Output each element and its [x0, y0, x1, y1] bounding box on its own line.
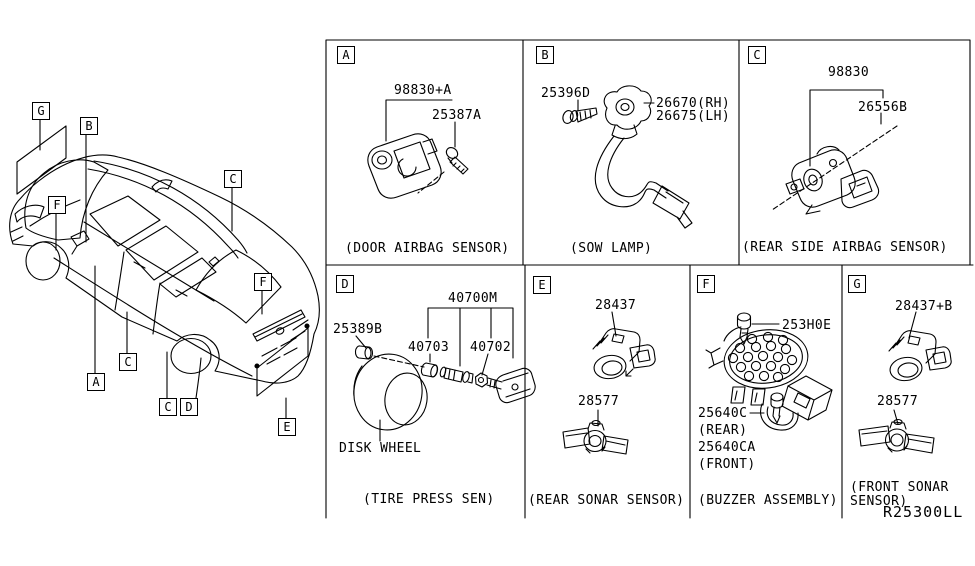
rear-section-plane	[256, 327, 309, 397]
label-disk-wheel: DISK WHEEL	[339, 441, 422, 456]
car-callout-box-e: E	[278, 418, 296, 436]
disk-wheel-face	[384, 372, 428, 426]
rear-side-airbag-sensor-drawing	[771, 89, 898, 215]
sensor-bracket	[858, 418, 935, 454]
buzzer-connector	[781, 375, 833, 421]
part-number-25389b: 25389B	[333, 322, 383, 337]
part-number-40700m: 40700M	[448, 291, 498, 306]
top-bolt-icon	[736, 312, 752, 345]
part-number-26556b: 26556B	[858, 100, 908, 115]
lamp-cable	[594, 135, 667, 208]
car-callout-box-g: G	[32, 102, 50, 120]
front-sonar-sensor-drawing	[858, 311, 952, 454]
callout-leader-lines	[39, 117, 287, 419]
sensor-bracket	[562, 419, 629, 455]
door-mirror	[70, 230, 90, 255]
panel-label-d: D	[336, 275, 354, 293]
car-callout-box-c-door: C	[119, 353, 137, 371]
part-number-25640ca: 25640CA	[698, 440, 756, 455]
caption-buzzer-assembly: (BUZZER ASSEMBLY)	[698, 493, 838, 508]
part-number-26670rh: 26670(RH)	[656, 96, 731, 111]
label-rear: (REAR)	[698, 423, 748, 438]
part-number-253h0e: 253H0E	[782, 318, 832, 333]
car-callout-box-b: B	[80, 117, 98, 135]
door-airbag-sensor-drawing	[367, 99, 469, 199]
part-number-28437pb: 28437+B	[895, 299, 953, 314]
part-number-40702: 40702	[470, 340, 512, 355]
roof-rails	[87, 160, 248, 259]
windshield	[24, 159, 109, 241]
label-front: (FRONT)	[698, 457, 756, 472]
caption-sow-lamp: (SOW LAMP)	[570, 241, 653, 256]
caption-front-sonar-line2: SENSOR)	[850, 494, 908, 509]
bolt-icon	[445, 147, 469, 175]
part-number-98830pa: 98830+A	[394, 83, 452, 98]
caption-door-airbag-sensor: (DOOR AIRBAG SENSOR)	[345, 241, 510, 256]
part-number-98830: 98830	[828, 65, 870, 80]
panel-label-a: A	[337, 46, 355, 64]
screw-icon	[562, 107, 598, 124]
rear-window	[195, 249, 282, 324]
part-number-28577-rear: 28577	[578, 394, 620, 409]
car-callout-box-f-front: F	[48, 196, 66, 214]
rear-wheel	[170, 337, 212, 375]
caption-front-sonar-line1: (FRONT SONAR	[850, 480, 949, 495]
rear-sonar-sensor-drawing	[562, 311, 656, 455]
panel-label-e: E	[533, 276, 551, 294]
side-windows	[83, 195, 217, 302]
panel-label-c: C	[748, 46, 766, 64]
part-number-28437: 28437	[595, 298, 637, 313]
part-number-25387a: 25387A	[432, 108, 482, 123]
cable-connector	[652, 185, 693, 229]
front-wheel	[25, 241, 61, 281]
tire-press-sensor-drawing	[353, 307, 536, 442]
car-callout-box-a: A	[87, 373, 105, 391]
buzzer-assembly-drawing	[705, 312, 833, 431]
car-callout-box-c-roof: C	[224, 170, 242, 188]
buzzer-disc	[723, 329, 809, 389]
clamp-strap	[760, 403, 799, 431]
valve-nut	[474, 372, 489, 388]
sow-lamp-drawing	[562, 85, 693, 229]
part-number-25640c: 25640C	[698, 406, 748, 421]
caption-rear-side-airbag-sensor: (REAR SIDE AIRBAG SENSOR)	[742, 240, 948, 255]
diagram-ref-code: R25300LL	[883, 503, 964, 521]
caption-tire-press-sensor: (TIRE PRESS SEN)	[363, 492, 495, 507]
buzzer-holes	[727, 331, 798, 383]
part-number-40703: 40703	[408, 340, 450, 355]
part-number-28577-front: 28577	[877, 394, 919, 409]
caption-rear-sonar-sensor: (REAR SONAR SENSOR)	[528, 493, 685, 508]
front-section-plane	[16, 125, 67, 195]
car-callout-box-d: D	[180, 398, 198, 416]
trunk-trim	[252, 309, 306, 342]
valve-stem	[443, 367, 464, 383]
tpms-sensor-body	[495, 367, 536, 404]
headlight	[14, 204, 45, 223]
car-drawing	[9, 125, 320, 397]
car-callout-box-c-sill: C	[159, 398, 177, 416]
part-number-25396d: 25396D	[541, 86, 591, 101]
panel-label-g: G	[848, 275, 866, 293]
car-callout-box-f-rear: F	[254, 273, 272, 291]
panel-grid-lines	[325, 39, 974, 519]
antenna-fin	[151, 179, 173, 193]
panel-label-b: B	[536, 46, 554, 64]
lower-bolt-icon	[770, 392, 784, 424]
part-number-26675lh: 26675(LH)	[656, 109, 731, 124]
panel-label-f: F	[697, 275, 715, 293]
